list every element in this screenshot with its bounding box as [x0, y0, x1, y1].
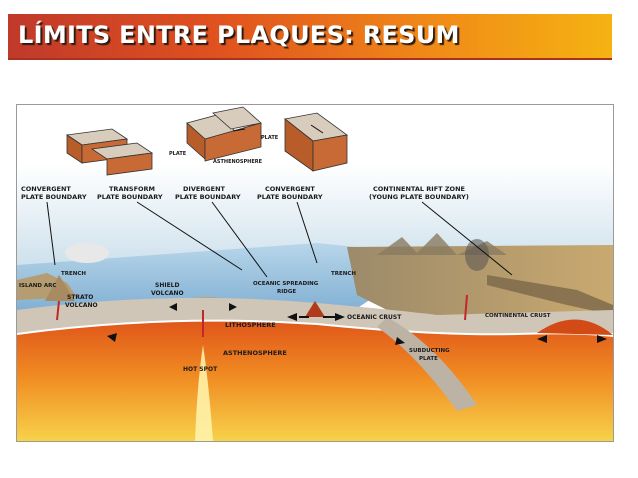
diagram-svg: PLATE PLATE ASTHENOSPHERE CONVERGENT PLA…: [17, 105, 613, 441]
page-title: LÍMITS ENTRE PLAQUES: RESUM: [18, 21, 460, 49]
rift-magma: [464, 294, 468, 321]
label-island-arc: ISLAND ARC: [19, 283, 56, 289]
label-rift-2: (YOUNG PLATE BOUNDARY): [369, 193, 469, 201]
title-bar: LÍMITS ENTRE PLAQUES: RESUM: [8, 14, 612, 60]
label-ridge-1: OCEANIC SPREADING: [253, 281, 319, 287]
arc-magma: [56, 300, 60, 321]
inset-label-asthenosphere: ASTHENOSPHERE: [213, 159, 263, 165]
label-strato-1: STRATO: [67, 294, 93, 301]
inset-convergent: [284, 112, 348, 172]
label-rift-1: CONTINENTAL RIFT ZONE: [373, 185, 465, 193]
plate-boundaries-diagram: PLATE PLATE ASTHENOSPHERE CONVERGENT PLA…: [16, 104, 614, 442]
label-oceanic-crust: OCEANIC CRUST: [347, 314, 402, 321]
label-transform-1: TRANSFORM: [109, 185, 155, 193]
rift-smoke: [465, 239, 489, 271]
label-trench-left: TRENCH: [61, 271, 86, 277]
label-convergent-mid-2: PLATE BOUNDARY: [257, 193, 323, 201]
label-convergent-mid-1: CONVERGENT: [265, 185, 315, 193]
strato-volcano: [45, 275, 75, 301]
ridge-peak: [305, 301, 325, 317]
label-transform-2: PLATE BOUNDARY: [97, 193, 163, 201]
hot-spot-plume: [195, 345, 213, 441]
label-divergent-1: DIVERGENT: [183, 185, 226, 193]
label-hot-spot: HOT SPOT: [183, 366, 218, 373]
label-divergent-2: PLATE BOUNDARY: [175, 193, 241, 201]
label-shield-2: VOLCANO: [151, 290, 184, 297]
inset-divergent: [186, 106, 262, 162]
asthenosphere: [17, 321, 613, 441]
label-convergent-left-2: PLATE BOUNDARY: [21, 193, 87, 201]
volcano-smoke: [65, 243, 109, 263]
label-ridge-2: RIDGE: [277, 289, 296, 295]
label-continental-crust: CONTINENTAL CRUST: [485, 313, 551, 319]
inset-transform: [65, 128, 154, 176]
label-subducting-1: SUBDUCTING: [409, 348, 450, 354]
rift-valley: [487, 275, 613, 315]
label-subducting-2: PLATE: [419, 356, 438, 362]
motion-arrows: [107, 303, 607, 345]
subducting-plate: [377, 317, 477, 411]
label-trench-right: TRENCH: [331, 271, 356, 277]
label-shield-1: SHIELD: [155, 282, 179, 289]
label-asthenosphere: ASTHENOSPHERE: [223, 349, 287, 357]
inset-label-plate-left: PLATE: [169, 151, 187, 157]
label-convergent-left-1: CONVERGENT: [21, 185, 71, 193]
label-strato-2: VOLCANO: [65, 302, 98, 309]
inset-label-plate-top: PLATE: [261, 135, 279, 141]
continent: [347, 245, 613, 320]
ocean: [17, 243, 437, 315]
leader-lines: [46, 201, 513, 278]
label-lithosphere: LITHOSPHERE: [225, 321, 276, 329]
rift-upwelling: [537, 319, 613, 335]
